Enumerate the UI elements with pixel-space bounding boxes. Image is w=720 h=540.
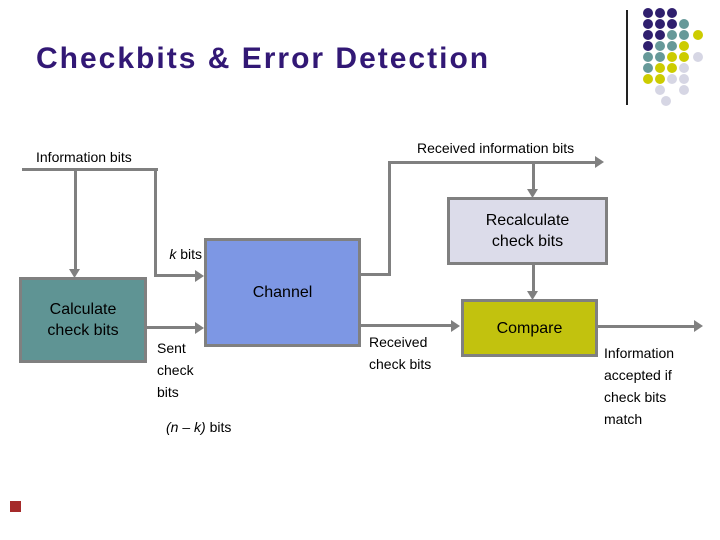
nk-variable: (n – k) xyxy=(166,419,206,435)
label-line: Received xyxy=(369,334,428,350)
decor-dot xyxy=(655,19,665,29)
label-line: bits xyxy=(157,384,179,400)
arrowhead-down-icon xyxy=(527,291,538,300)
decor-dot xyxy=(643,74,653,84)
decor-dot xyxy=(655,85,665,95)
label-line: check bits xyxy=(604,389,667,405)
arrowhead-right-icon xyxy=(595,156,604,168)
decor-dot xyxy=(667,19,677,29)
line-recalculate-to-compare xyxy=(532,265,535,292)
label-line: check xyxy=(157,362,194,378)
line-kbits-vertical xyxy=(154,168,157,277)
line-received-vertical xyxy=(388,161,391,276)
line-information-bits-underline xyxy=(22,168,158,171)
decor-dot xyxy=(655,8,665,18)
decor-dot xyxy=(693,30,703,40)
box-label-line: check bits xyxy=(47,322,119,339)
box-label-line: check bits xyxy=(491,233,564,250)
decor-dot xyxy=(667,41,677,51)
decor-dot xyxy=(643,30,653,40)
line-sent-check-bits xyxy=(147,326,196,329)
decor-dot xyxy=(643,41,653,51)
decor-dot xyxy=(643,52,653,62)
arrowhead-right-icon xyxy=(694,320,703,332)
label-line: check bits xyxy=(369,356,432,372)
line-channel-out xyxy=(361,273,391,276)
decor-dot xyxy=(655,74,665,84)
decor-vertical-line xyxy=(626,10,628,105)
line-info-to-calculate xyxy=(74,168,77,269)
line-to-recalculate xyxy=(532,164,535,190)
decor-dot xyxy=(679,74,689,84)
decor-dot xyxy=(643,8,653,18)
label-line: Information xyxy=(604,345,675,361)
decor-dot xyxy=(679,85,689,95)
box-label: Compare xyxy=(496,319,563,337)
decor-dot xyxy=(667,74,677,84)
decor-dot xyxy=(643,63,653,73)
bullet-square xyxy=(10,501,21,512)
box-label: Channel xyxy=(252,284,313,301)
label-k-bits: k bits xyxy=(158,246,202,262)
decor-dot xyxy=(655,63,665,73)
arrowhead-right-icon xyxy=(451,320,460,332)
decor-dot xyxy=(679,63,689,73)
page-title: Checkbits & Error Detection xyxy=(36,42,491,75)
arrowhead-right-icon xyxy=(195,322,204,334)
label-line: Sent xyxy=(157,340,186,356)
nk-bits-text: bits xyxy=(205,419,232,435)
decor-dot xyxy=(679,41,689,51)
box-calculate-check-bits: Calculate check bits xyxy=(19,277,147,363)
label-information-accepted: Information accepted if check bits match xyxy=(604,342,674,430)
box-label-line: Recalculate xyxy=(485,212,570,229)
label-sent-check-bits: Sent check bits xyxy=(157,337,194,403)
decor-dot xyxy=(661,96,671,106)
box-compare: Compare xyxy=(461,299,598,357)
box-recalculate-check-bits: Recalculate check bits xyxy=(447,197,608,265)
label-received-information-bits: Received information bits xyxy=(417,140,575,156)
label-line: accepted if xyxy=(604,367,672,383)
decor-dot xyxy=(679,30,689,40)
decor-dot xyxy=(667,30,677,40)
box-label-line: Calculate xyxy=(49,301,117,318)
line-received-check-bits xyxy=(361,324,451,327)
box-channel: Channel xyxy=(204,238,361,347)
label-received-check-bits: Received check bits xyxy=(369,331,431,375)
decor-dot xyxy=(643,19,653,29)
label-information-bits: Information bits xyxy=(36,149,132,165)
decor-dot xyxy=(667,52,677,62)
decor-dot xyxy=(667,63,677,73)
arrowhead-down-icon xyxy=(69,269,80,278)
line-kbits-horizontal xyxy=(154,274,196,277)
decor-dot xyxy=(655,30,665,40)
line-compare-out xyxy=(598,325,695,328)
decor-dot xyxy=(655,41,665,51)
k-bits-text: bits xyxy=(176,246,202,262)
label-line: match xyxy=(604,411,643,427)
arrowhead-down-icon xyxy=(527,189,538,198)
decor-dot xyxy=(655,52,665,62)
label-nk-bits: (n – k) bits xyxy=(166,419,231,435)
arrowhead-right-icon xyxy=(195,270,204,282)
decor-dot xyxy=(679,19,689,29)
decor-dot xyxy=(667,8,677,18)
decor-dot xyxy=(693,52,703,62)
decor-dot xyxy=(679,52,689,62)
line-received-information xyxy=(388,161,596,164)
k-variable: k xyxy=(169,246,177,262)
